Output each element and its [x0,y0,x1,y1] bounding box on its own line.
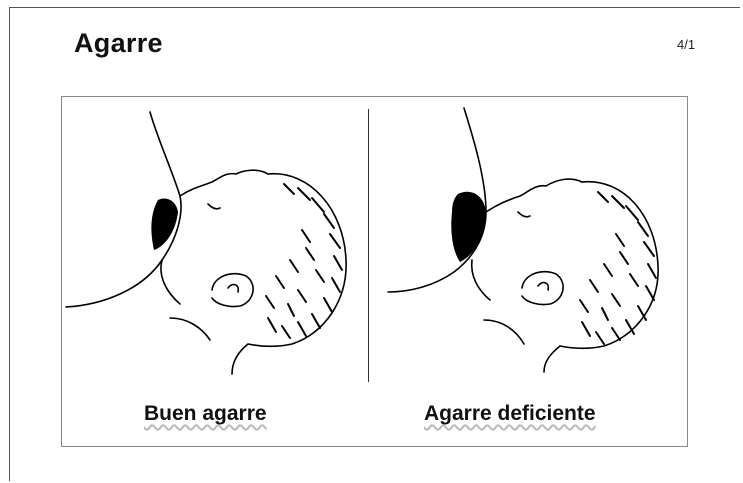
poor-latch-illustration [374,100,674,400]
caption-poor-latch: Agarre deficiente [424,402,596,426]
good-latch-illustration [62,100,362,400]
caption-good-latch: Buen agarre [144,402,267,426]
page-title: Agarre [74,28,163,59]
panel-divider [368,109,369,382]
page-number: 4/1 [677,37,695,52]
